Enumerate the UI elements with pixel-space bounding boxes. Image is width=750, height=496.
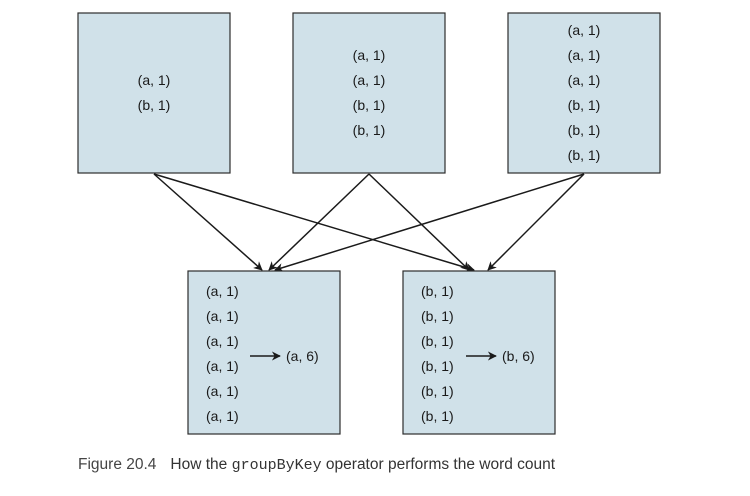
input-partition-3: (a, 1) (a, 1) (a, 1) (b, 1) (b, 1) (b, 1…: [507, 12, 661, 174]
output-group-b: (b, 1) (b, 1) (b, 1) (b, 1) (b, 1) (b, 1…: [402, 270, 556, 435]
output-group-a-box: [187, 270, 341, 435]
shuffle-arrow: [153, 173, 475, 272]
shuffle-arrow: [153, 173, 263, 271]
caption-code: groupByKey: [231, 457, 322, 474]
input-2-pair: (a, 1): [353, 47, 386, 63]
input-partition-1-box: [77, 12, 231, 174]
shuffle-arrow: [274, 173, 585, 272]
shuffle-arrow: [368, 173, 470, 271]
input-2-pair: (b, 1): [353, 122, 386, 138]
input-3-pair: (a, 1): [568, 72, 601, 88]
output-b-pair: (b, 1): [421, 358, 454, 374]
output-a-pair: (a, 1): [206, 408, 239, 424]
input-partition-3-box: [507, 12, 661, 174]
output-group-a: (a, 1) (a, 1) (a, 1) (a, 1) (a, 1) (a, 1…: [187, 270, 341, 435]
output-b-result: (b, 6): [502, 348, 535, 364]
shuffle-arrow: [268, 173, 370, 271]
caption-text-after: operator performs the word count: [321, 456, 556, 473]
output-b-pair: (b, 1): [421, 383, 454, 399]
input-2-pair: (b, 1): [353, 97, 386, 113]
output-a-result: (a, 6): [286, 348, 319, 364]
output-a-pair: (a, 1): [206, 383, 239, 399]
output-b-pair: (b, 1): [421, 308, 454, 324]
input-1-pair: (a, 1): [138, 72, 171, 88]
output-a-pair: (a, 1): [206, 333, 239, 349]
input-partition-2: (a, 1) (a, 1) (b, 1) (b, 1): [292, 12, 446, 174]
output-group-b-box: [402, 270, 556, 435]
output-a-pair: (a, 1): [206, 358, 239, 374]
input-3-pair: (a, 1): [568, 47, 601, 63]
output-b-pair: (b, 1): [421, 333, 454, 349]
input-partition-1: (a, 1) (b, 1): [77, 12, 231, 174]
output-b-pair: (b, 1): [421, 408, 454, 424]
output-b-pair: (b, 1): [421, 283, 454, 299]
input-3-pair: (a, 1): [568, 22, 601, 38]
figure-caption: Figure 20.4 How the groupByKey operator p…: [78, 456, 555, 474]
shuffle-arrows: [153, 173, 585, 272]
input-3-pair: (b, 1): [568, 122, 601, 138]
input-2-pair: (a, 1): [353, 72, 386, 88]
input-1-pair: (b, 1): [138, 97, 171, 113]
input-3-pair: (b, 1): [568, 97, 601, 113]
shuffle-arrow: [487, 173, 585, 271]
caption-text-before: How the: [170, 456, 232, 473]
input-3-pair: (b, 1): [568, 147, 601, 163]
figure-label: Figure 20.4: [78, 456, 157, 473]
output-a-pair: (a, 1): [206, 308, 239, 324]
output-a-pair: (a, 1): [206, 283, 239, 299]
input-partition-2-box: [292, 12, 446, 174]
